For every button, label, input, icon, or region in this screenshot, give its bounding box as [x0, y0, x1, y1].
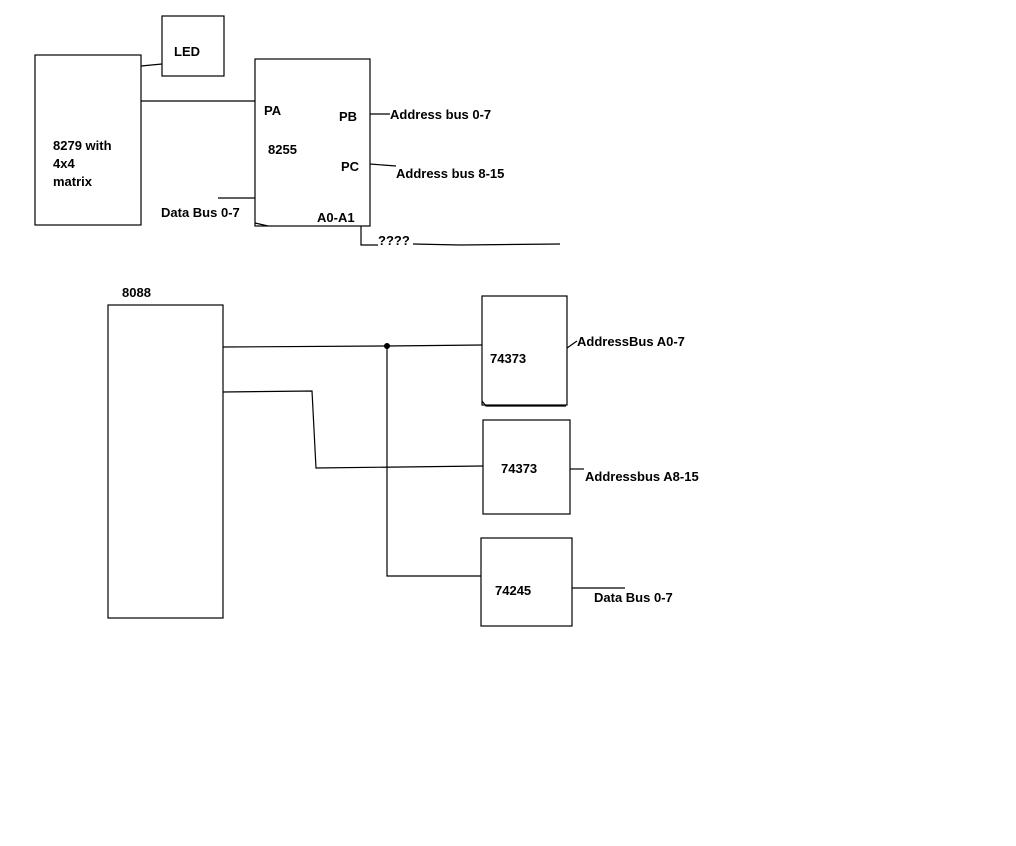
keyboard-controller-block [34, 54, 142, 226]
ppi-8255-block [254, 58, 371, 227]
ppi-address-wire [360, 226, 378, 246]
led-label: LED [174, 44, 200, 59]
keyboard-controller-label-line2: 4x4 [53, 156, 75, 171]
ppi-address-signal-label: ???? [378, 233, 410, 248]
latch-low-block [481, 295, 568, 406]
latch-low-output-label: AddressBus A0-7 [577, 334, 685, 349]
cpu-8088-block [107, 304, 224, 619]
ppi-port-c-label: PC [341, 159, 360, 174]
latch-high-output-label: Addressbus A8-15 [585, 469, 699, 484]
transceiver-output-label: Data Bus 0-7 [594, 590, 673, 605]
ppi-port-a-label: PA [264, 103, 282, 118]
cpu-ad-bus-wire [222, 344, 483, 348]
led-block [161, 15, 225, 77]
ppi-data-bus-label: Data Bus 0-7 [161, 205, 240, 220]
transceiver-label: 74245 [495, 583, 531, 598]
latch-low-corner-mark [481, 400, 566, 407]
keyboard-controller-label-line3: matrix [53, 174, 93, 189]
port-b-signal-label: Address bus 0-7 [390, 107, 491, 122]
ppi-port-b-label: PB [339, 109, 357, 124]
latch-high-block [482, 419, 571, 515]
latch-low-output-wire [566, 340, 578, 349]
latch-low-label: 74373 [490, 351, 526, 366]
port-c-signal-label: Address bus 8-15 [396, 166, 504, 181]
transceiver-block [480, 537, 573, 627]
port-c-wire [369, 163, 397, 167]
cpu-label: 8088 [122, 285, 151, 300]
ppi-data-bus-stub [254, 222, 269, 227]
keyboard-to-led-wire [140, 63, 163, 67]
ppi-address-continuation-wire [412, 243, 561, 246]
data-bus-branch-wire [386, 346, 481, 577]
latch-high-label: 74373 [501, 461, 537, 476]
ppi-address-pins-label: A0-A1 [317, 210, 355, 225]
keyboard-controller-label-line1: 8279 with [53, 138, 112, 153]
cpu-high-address-wire [222, 390, 484, 469]
ppi-chip-label: 8255 [268, 142, 297, 157]
